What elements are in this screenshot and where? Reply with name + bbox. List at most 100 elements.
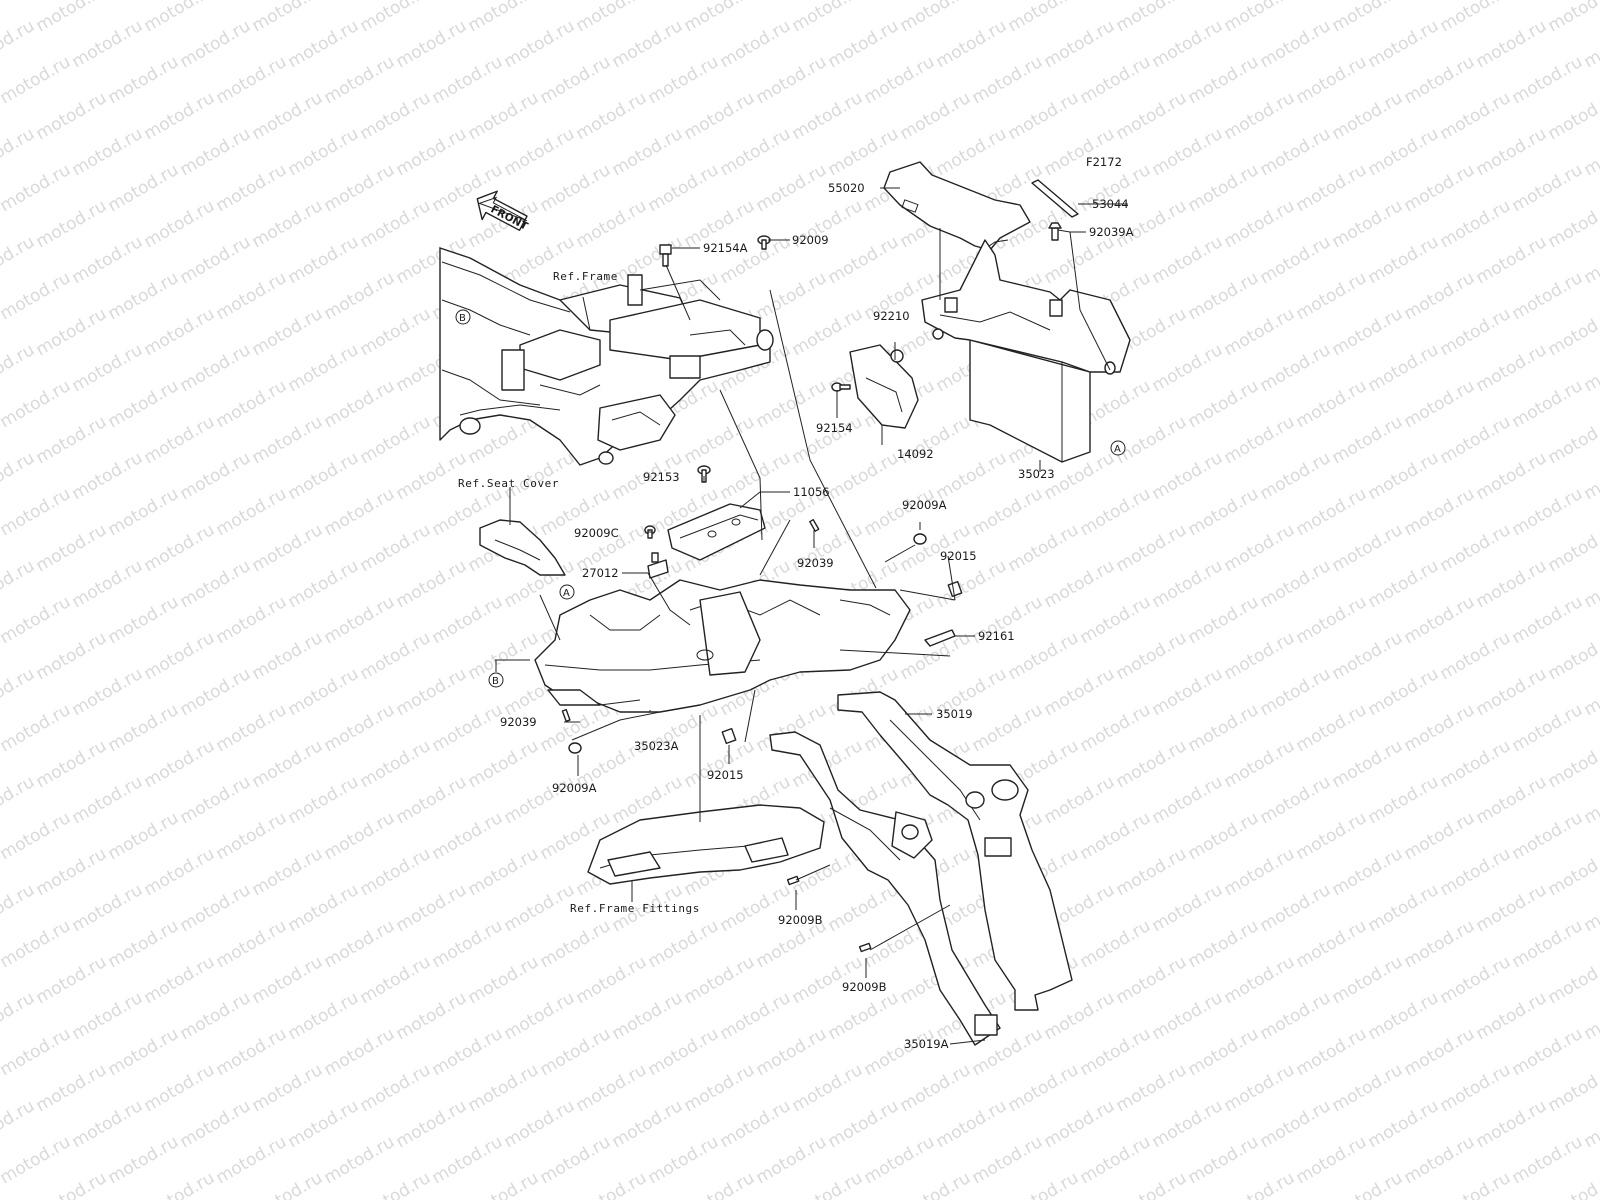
watermark-text: motod.ru: [1149, 124, 1227, 180]
watermark-text: motod.ru: [177, 880, 255, 936]
watermark-text: motod.ru: [393, 664, 471, 720]
watermark-text: motod.ru: [105, 52, 183, 108]
watermark-text: motod.ru: [1257, 988, 1335, 1044]
watermark-text: motod.ru: [573, 196, 651, 252]
part-11056-drawing: [667, 503, 766, 561]
svg-text:B: B: [492, 676, 499, 687]
watermark-text: motod.ru: [1221, 1168, 1299, 1200]
watermark-text: motod.ru: [0, 1096, 38, 1152]
watermark-text: motod.ru: [1329, 304, 1407, 360]
watermark-text: motod.ru: [105, 592, 183, 648]
watermark-text: motod.ru: [573, 88, 651, 144]
watermark-text: motod.ru: [249, 88, 327, 144]
watermark-text: motod.ru: [861, 1024, 939, 1080]
seat-cover-drawing: [479, 519, 566, 576]
watermark-text: motod.ru: [465, 844, 543, 900]
watermark-text: motod.ru: [717, 1096, 795, 1152]
part-label-92039A: 92039A: [1089, 225, 1134, 239]
watermark-text: motod.ru: [321, 700, 399, 756]
watermark-text: motod.ru: [1581, 772, 1600, 828]
watermark-text: motod.ru: [0, 232, 38, 288]
watermark-text: motod.ru: [1437, 628, 1515, 684]
part-label-92009B-2: 92009B: [842, 980, 887, 994]
watermark-text: motod.ru: [141, 0, 219, 36]
watermark-text: motod.ru: [1437, 736, 1515, 792]
watermark-text: motod.ru: [717, 880, 795, 936]
watermark-text: motod.ru: [609, 124, 687, 180]
watermark-text: motod.ru: [825, 1096, 903, 1152]
watermark-text: motod.ru: [1077, 484, 1155, 540]
watermark-text: motod.ru: [33, 412, 111, 468]
watermark-text: motod.ru: [501, 988, 579, 1044]
watermark-text: motod.ru: [501, 16, 579, 72]
watermark-text: motod.ru: [1257, 880, 1335, 936]
watermark-text: motod.ru: [1473, 124, 1551, 180]
watermark-text: motod.ru: [177, 556, 255, 612]
watermark-text: motod.ru: [753, 1132, 831, 1188]
part-label-92153: 92153: [643, 470, 680, 484]
watermark-text: motod.ru: [1509, 376, 1587, 432]
watermark-text: motod.ru: [1257, 772, 1335, 828]
watermark-text: motod.ru: [69, 124, 147, 180]
watermark-text: motod.ru: [861, 484, 939, 540]
watermark-text: motod.ru: [1113, 736, 1191, 792]
watermark-text: motod.ru: [1041, 556, 1119, 612]
part-label-35019: 35019: [936, 707, 973, 721]
watermark-text: motod.ru: [1221, 88, 1299, 144]
watermark-text: motod.ru: [69, 340, 147, 396]
watermark-text: motod.ru: [1329, 412, 1407, 468]
watermark-text: motod.ru: [825, 880, 903, 936]
watermark-text: motod.ru: [933, 1096, 1011, 1152]
svg-text:B: B: [459, 313, 466, 324]
watermark-text: motod.ru: [1581, 16, 1600, 72]
watermark-text: motod.ru: [753, 160, 831, 216]
watermark-text: motod.ru: [1473, 664, 1551, 720]
svg-text:A: A: [563, 588, 570, 599]
watermark-text: motod.ru: [141, 196, 219, 252]
watermark-text: motod.ru: [1005, 1168, 1083, 1200]
watermark-text: motod.ru: [1185, 916, 1263, 972]
watermark-text: motod.ru: [1185, 484, 1263, 540]
part-label-92154A: 92154A: [703, 241, 748, 255]
watermark-text: motod.ru: [249, 1168, 327, 1200]
watermark-text: motod.ru: [1329, 0, 1407, 36]
watermark-text: motod.ru: [393, 1096, 471, 1152]
watermark-text: motod.ru: [69, 880, 147, 936]
watermark-text: motod.ru: [1185, 1132, 1263, 1188]
watermark-text: motod.ru: [0, 376, 74, 432]
watermark-text: motod.ru: [0, 268, 74, 324]
watermark-text: motod.ru: [393, 772, 471, 828]
watermark-text: motod.ru: [0, 1168, 2, 1200]
watermark-text: motod.ru: [69, 448, 147, 504]
watermark-text: motod.ru: [1329, 952, 1407, 1008]
watermark-text: motod.ru: [285, 124, 363, 180]
watermark-text: motod.ru: [285, 556, 363, 612]
watermark-text: motod.ru: [1545, 844, 1600, 900]
watermark-text: motod.ru: [69, 664, 147, 720]
ref-frame-label: Ref.Frame: [553, 270, 618, 283]
watermark-text: motod.ru: [1329, 844, 1407, 900]
watermark-text: motod.ru: [177, 124, 255, 180]
watermark-text: motod.ru: [1473, 232, 1551, 288]
watermark-text: motod.ru: [645, 916, 723, 972]
watermark-text: motod.ru: [285, 232, 363, 288]
watermark-text: motod.ru: [1437, 1060, 1515, 1116]
watermark-text: motod.ru: [1005, 520, 1083, 576]
watermark-text: motod.ru: [789, 0, 867, 36]
watermark-text: motod.ru: [1437, 952, 1515, 1008]
watermark-text: motod.ru: [1545, 412, 1600, 468]
watermark-text: motod.ru: [1509, 160, 1587, 216]
watermark-text: motod.ru: [681, 1060, 759, 1116]
watermark-text: motod.ru: [573, 952, 651, 1008]
watermark-text: motod.ru: [249, 736, 327, 792]
watermark-text: motod.ru: [1113, 1060, 1191, 1116]
watermark-text: motod.ru: [69, 1096, 147, 1152]
watermark-text: motod.ru: [69, 988, 147, 1044]
watermark-text: motod.ru: [1545, 736, 1600, 792]
watermark-text: motod.ru: [1149, 1096, 1227, 1152]
watermark-text: motod.ru: [1401, 1024, 1479, 1080]
watermark-text: motod.ru: [357, 412, 435, 468]
watermark-text: motod.ru: [609, 988, 687, 1044]
watermark-text: motod.ru: [321, 268, 399, 324]
part-92015-right-drawing: [947, 580, 963, 598]
